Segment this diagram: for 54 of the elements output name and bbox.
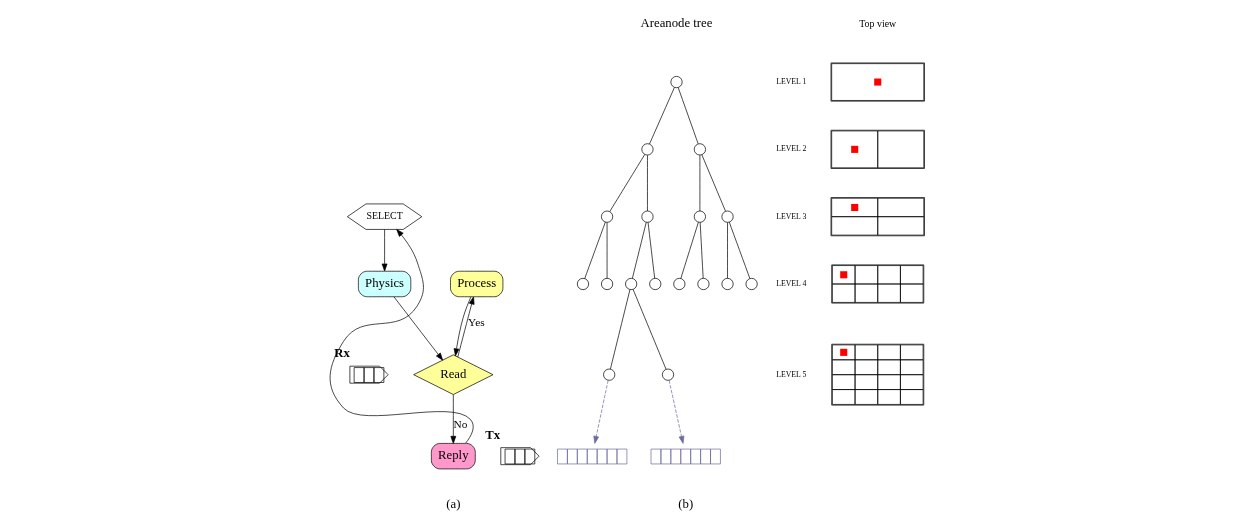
label: LEVEL 3 — [775, 211, 806, 221]
node-box: Physics — [357, 270, 411, 298]
node-circle — [745, 277, 758, 290]
connector — [647, 222, 655, 279]
node-circle — [721, 210, 734, 223]
arrow — [381, 229, 387, 272]
connector — [648, 87, 675, 145]
arrow — [450, 394, 456, 444]
label: (a) — [445, 497, 460, 512]
label: Top view — [858, 17, 896, 29]
connector — [632, 289, 666, 370]
node-circle — [576, 277, 589, 290]
label: Areanode tree — [640, 16, 712, 31]
arrow — [668, 380, 684, 444]
connector — [606, 222, 607, 279]
node-circle — [696, 277, 709, 290]
node-circle — [602, 368, 615, 381]
connector — [608, 154, 645, 212]
node-circle — [693, 210, 706, 223]
node-circle — [600, 277, 613, 290]
node-circle — [640, 143, 653, 156]
edge-label: No — [452, 418, 467, 431]
connector — [646, 154, 648, 212]
connector — [631, 222, 647, 279]
node-circle — [672, 277, 685, 290]
connector — [609, 289, 630, 370]
connector — [699, 222, 704, 279]
node-label: Rx — [333, 346, 350, 361]
node-circle — [640, 210, 653, 223]
node-circle — [624, 277, 637, 290]
node-circle — [721, 277, 734, 290]
label: LEVEL 1 — [775, 77, 806, 87]
arrow — [329, 229, 474, 444]
node-circle — [670, 76, 683, 89]
label: LEVEL 5 — [775, 369, 806, 379]
connector — [701, 154, 726, 212]
node-circle — [693, 143, 706, 156]
node-circle — [648, 277, 661, 290]
node-label: Tx — [484, 427, 500, 442]
node-box: Reply — [430, 443, 476, 470]
connector — [680, 222, 699, 279]
label: (b) — [677, 497, 693, 512]
arrow — [393, 296, 443, 361]
connector — [728, 221, 750, 279]
node-box: Process — [449, 270, 503, 298]
edge-label: Yes — [467, 316, 485, 329]
node-circle — [600, 210, 613, 223]
connector — [583, 221, 606, 279]
label: LEVEL 4 — [775, 278, 806, 288]
connector — [677, 87, 698, 145]
node-circle — [661, 368, 674, 381]
label: LEVEL 2 — [775, 144, 806, 154]
arrow — [592, 380, 608, 444]
connector — [726, 222, 728, 279]
